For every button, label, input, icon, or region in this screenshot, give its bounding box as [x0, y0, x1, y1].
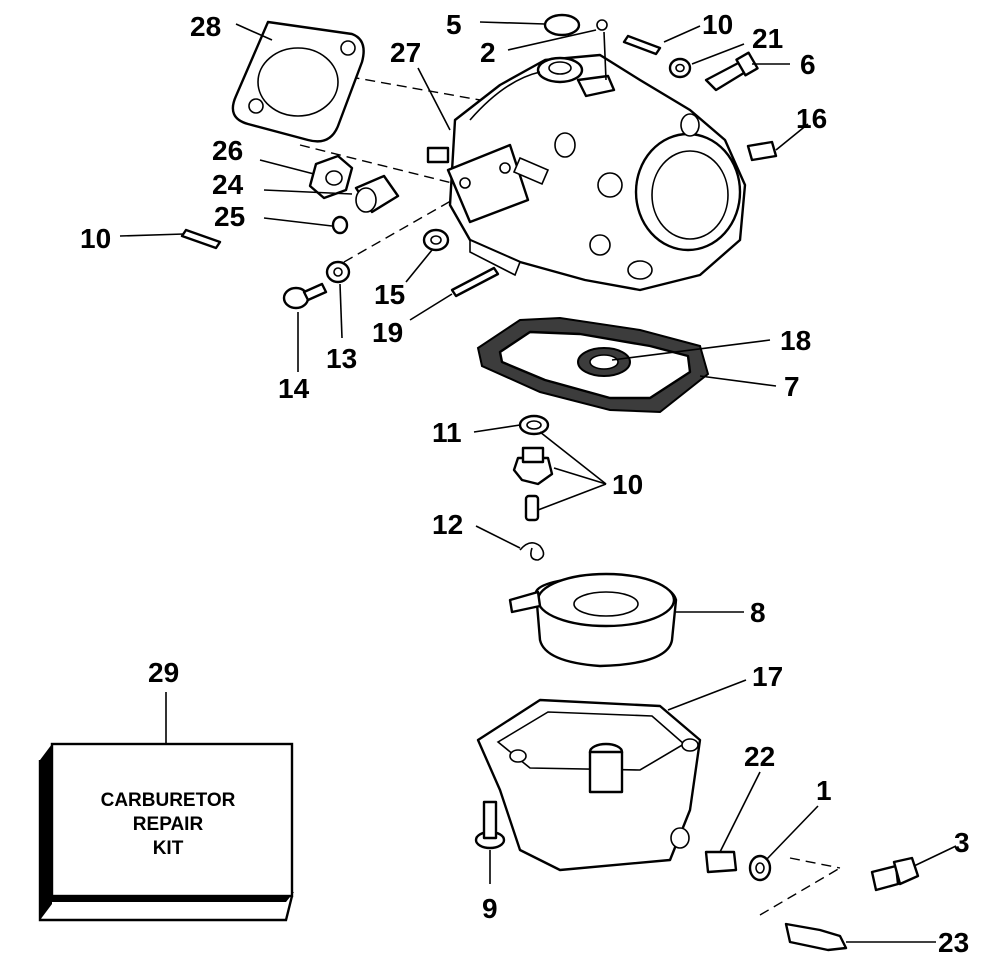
- callout-29: 29: [148, 657, 179, 688]
- callout-17: 16: [796, 103, 827, 134]
- part-1-washer: [748, 854, 772, 882]
- callout-2: 2: [480, 37, 496, 68]
- part-21-washer: [668, 57, 692, 79]
- part-10-pin-top: [622, 34, 662, 56]
- callout-7: 7: [784, 371, 800, 402]
- part-9-screw: [474, 800, 506, 850]
- part-10-pin-left: [180, 228, 222, 250]
- callout-10-top: 10: [702, 9, 733, 40]
- leader-lines: [119, 21, 957, 943]
- part-5-plug: [543, 13, 581, 37]
- callout-28: 27: [390, 37, 421, 68]
- part-14-washer: [325, 260, 351, 284]
- callout-21: 21: [752, 23, 783, 54]
- kit-label-line1: CARBURETOR: [101, 790, 236, 811]
- callout-20: 19: [372, 317, 403, 348]
- callout-6: 6: [800, 49, 816, 80]
- callout-26: 26: [212, 135, 243, 166]
- part-27-flange-gasket: [231, 20, 365, 143]
- part-8-float: [508, 572, 678, 668]
- callout-23: 23: [938, 927, 969, 958]
- callout-27: 28: [190, 11, 221, 42]
- callout-9: 9: [482, 893, 498, 924]
- callout-24: 24: [212, 169, 244, 200]
- carburetor-body: [426, 53, 747, 292]
- callout-1: 1: [816, 775, 832, 806]
- callout-11: 10: [612, 469, 643, 500]
- callout-16: 15: [374, 279, 405, 310]
- part-26-nut: [308, 154, 354, 200]
- callout-3: 3: [954, 827, 970, 858]
- callout-8: 8: [750, 597, 766, 628]
- part-3-plug-screw: [870, 856, 920, 892]
- part-29-repair-kit-box: CARBURETOR REPAIR KIT: [38, 742, 294, 922]
- callout-19: 18: [780, 325, 811, 356]
- part-17-set-screw: [746, 140, 778, 162]
- callout-15: 14: [278, 373, 310, 404]
- part-6-screw: [704, 51, 759, 92]
- part-11-needle-seat: [512, 446, 554, 522]
- callout-5: 5: [446, 9, 462, 40]
- part-16-washer: [422, 228, 450, 252]
- callout-12: 11: [432, 417, 462, 448]
- part-20-needle: [450, 266, 500, 298]
- part-7-bowl-gasket: [476, 316, 710, 414]
- part-12-washer: [518, 414, 550, 436]
- part-23-fitting: [784, 922, 848, 952]
- part-15-screw: [282, 282, 328, 310]
- callout-labels: 28 5 2 10 21 6 27 16 26 24 25 10 15 19 1…: [80, 9, 970, 958]
- callout-14: 13: [326, 343, 357, 374]
- callout-10-left: 10: [80, 223, 111, 254]
- part-2-ball: [596, 19, 608, 31]
- kit-label-line2: REPAIR: [133, 814, 204, 835]
- part-18-float-bowl: [476, 698, 702, 872]
- callout-18: 17: [752, 661, 783, 692]
- kit-label-line3: KIT: [153, 838, 184, 859]
- part-24-bushing: [354, 174, 400, 214]
- callout-25: 25: [214, 201, 245, 232]
- callout-13: 12: [432, 509, 463, 540]
- part-13-clip: [519, 542, 545, 561]
- part-25-ring: [331, 215, 349, 235]
- callout-22: 22: [744, 741, 775, 772]
- part-22-screw: [704, 850, 738, 874]
